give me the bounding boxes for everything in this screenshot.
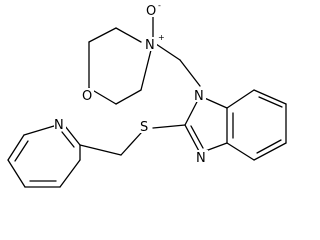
- charge-minus: -: [158, 1, 161, 10]
- atom-oxide-oxygen: O: [146, 4, 156, 19]
- bond-n4-c3: [115, 27, 142, 43]
- bond-c7-c6: [253, 89, 287, 105]
- bond-s-ch2: [120, 132, 142, 156]
- bond-c5-c4: [253, 142, 287, 161]
- bond-ch2-pyridine: [79, 144, 122, 156]
- morpholine-ring: [88, 13, 181, 105]
- bond-c6-c5-pyridine: [7, 134, 25, 161]
- atom-benzimidazole-n1: N: [194, 89, 204, 104]
- pyridine-ring: [7, 125, 81, 188]
- bond-c2-n3-double-b: [190, 125, 204, 149]
- bond-c5-c4-double: [256, 139, 282, 154]
- bond-c2-n1-pyridine: [64, 125, 81, 146]
- bond-n4-ch2: [152, 41, 181, 61]
- atom-morpholine-oxygen: O: [82, 89, 92, 104]
- bond-c2-n1-pyridine-double: [61, 131, 75, 148]
- chemical-structure: O - N + O N N S N: [7, 1, 287, 188]
- atom-morpholine-nitrogen: N: [145, 38, 155, 53]
- bond-c5-c4-pyridine: [7, 159, 26, 188]
- bond-c6-c5-pyridine-double: [14, 140, 29, 162]
- bond-c3-c2-pyridine: [59, 159, 81, 188]
- bond-c4-c3a: [226, 142, 255, 161]
- bond-n1-c6-pyridine: [23, 125, 55, 136]
- bond-c6-c5-double: [258, 96, 283, 108]
- bond-c3-c2: [88, 27, 117, 43]
- bond-c2-n3-double-a: [184, 124, 201, 154]
- bond-ch2-n1: [179, 59, 201, 87]
- bond-c6-c5: [115, 89, 142, 105]
- bond-c2-s: [152, 124, 186, 129]
- atom-labels: O - N + O N N S N: [54, 1, 208, 166]
- atom-pyridine-nitrogen: N: [54, 118, 64, 133]
- bond-c7a-c7: [226, 89, 255, 109]
- charge-plus: +: [158, 33, 165, 42]
- atom-benzimidazole-n3: N: [196, 151, 206, 166]
- atom-sulfur: S: [140, 120, 148, 135]
